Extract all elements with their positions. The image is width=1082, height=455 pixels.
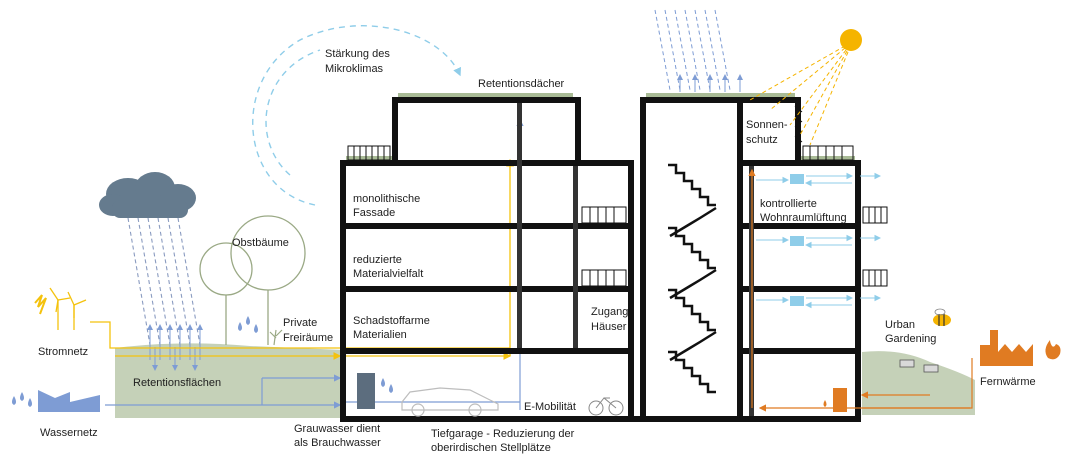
microclimate-arrows bbox=[252, 25, 461, 206]
retention-area-arrows bbox=[147, 324, 203, 371]
label-tiefgarage-1: Tiefgarage - Reduzierung der bbox=[431, 428, 575, 440]
bee-icon bbox=[933, 308, 951, 326]
car-icon bbox=[401, 387, 499, 417]
heat-flow bbox=[748, 168, 973, 412]
label-gardening-1: Urban bbox=[885, 319, 915, 331]
label-lueftung-2: Wohnraumlüftung bbox=[760, 212, 847, 224]
heat-exchanger-icon bbox=[823, 388, 847, 412]
label-retentionsflaechen: Retentionsflächen bbox=[133, 377, 221, 389]
roof-retention-arrows bbox=[677, 74, 743, 92]
water-drops-icon bbox=[238, 316, 258, 333]
label-grauwasser-1: Grauwasser dient bbox=[294, 423, 380, 435]
rain-cloud-icon bbox=[99, 172, 196, 218]
label-freiraeume-2: Freiräume bbox=[283, 332, 333, 344]
balconies bbox=[347, 105, 888, 287]
label-mikroklima-1: Stärkung des bbox=[325, 48, 390, 60]
label-stromnetz: Stromnetz bbox=[38, 346, 88, 358]
label-zugang-2: Häuser bbox=[591, 321, 627, 333]
label-zugang-1: Zugang bbox=[591, 306, 628, 318]
label-materialvielfalt-2: Materialvielfalt bbox=[353, 268, 423, 280]
staircase bbox=[668, 163, 717, 394]
rain-lines bbox=[127, 217, 201, 346]
label-fassade-2: Fassade bbox=[353, 207, 395, 219]
label-sonnenschutz-2: schutz bbox=[746, 134, 778, 146]
label-emobilitaet: E-Mobilität bbox=[524, 401, 576, 413]
green-roofs bbox=[346, 93, 855, 160]
ground bbox=[115, 343, 975, 418]
sun-rays bbox=[749, 45, 849, 146]
label-retentionsdaecher: Retentionsdächer bbox=[478, 78, 565, 90]
water-network-icon bbox=[12, 390, 100, 412]
roof-rain bbox=[654, 9, 731, 91]
bicycle-icon bbox=[588, 397, 624, 416]
label-gardening-2: Gardening bbox=[885, 333, 936, 345]
fruit-trees-icon bbox=[199, 215, 306, 345]
label-lueftung-1: kontrollierte bbox=[760, 198, 817, 210]
label-fassade-1: monolithische bbox=[353, 193, 420, 205]
label-grauwasser-2: als Brauchwasser bbox=[294, 437, 381, 449]
labels: Stärkung des Mikroklimas Retentionsdäche… bbox=[38, 48, 1036, 454]
garden-planters bbox=[899, 359, 939, 373]
district-heating-icon bbox=[980, 330, 1061, 366]
label-schadstoff-1: Schadstoffarme bbox=[353, 315, 430, 327]
electricity-flow bbox=[90, 158, 514, 360]
label-mikroklima-2: Mikroklimas bbox=[325, 63, 384, 75]
greywater-tank-icon bbox=[357, 373, 393, 409]
label-fernwaerme: Fernwärme bbox=[980, 376, 1036, 388]
wind-solar-icon bbox=[34, 287, 87, 330]
label-sonnenschutz-1: Sonnen- bbox=[746, 119, 788, 131]
label-tiefgarage-2: oberirdischen Stellplätze bbox=[431, 442, 551, 454]
building-left bbox=[340, 97, 860, 422]
label-freiraeume-1: Private bbox=[283, 317, 317, 329]
ventilation-flow bbox=[756, 172, 882, 309]
sun-icon bbox=[840, 29, 862, 51]
ventilation-units bbox=[790, 174, 804, 306]
label-schadstoff-2: Materialien bbox=[353, 329, 407, 341]
plant-icon bbox=[269, 329, 283, 346]
label-wassernetz: Wassernetz bbox=[40, 427, 98, 439]
label-materialvielfalt-1: reduzierte bbox=[353, 254, 402, 266]
label-obstbaeume: Obstbäume bbox=[232, 237, 289, 249]
